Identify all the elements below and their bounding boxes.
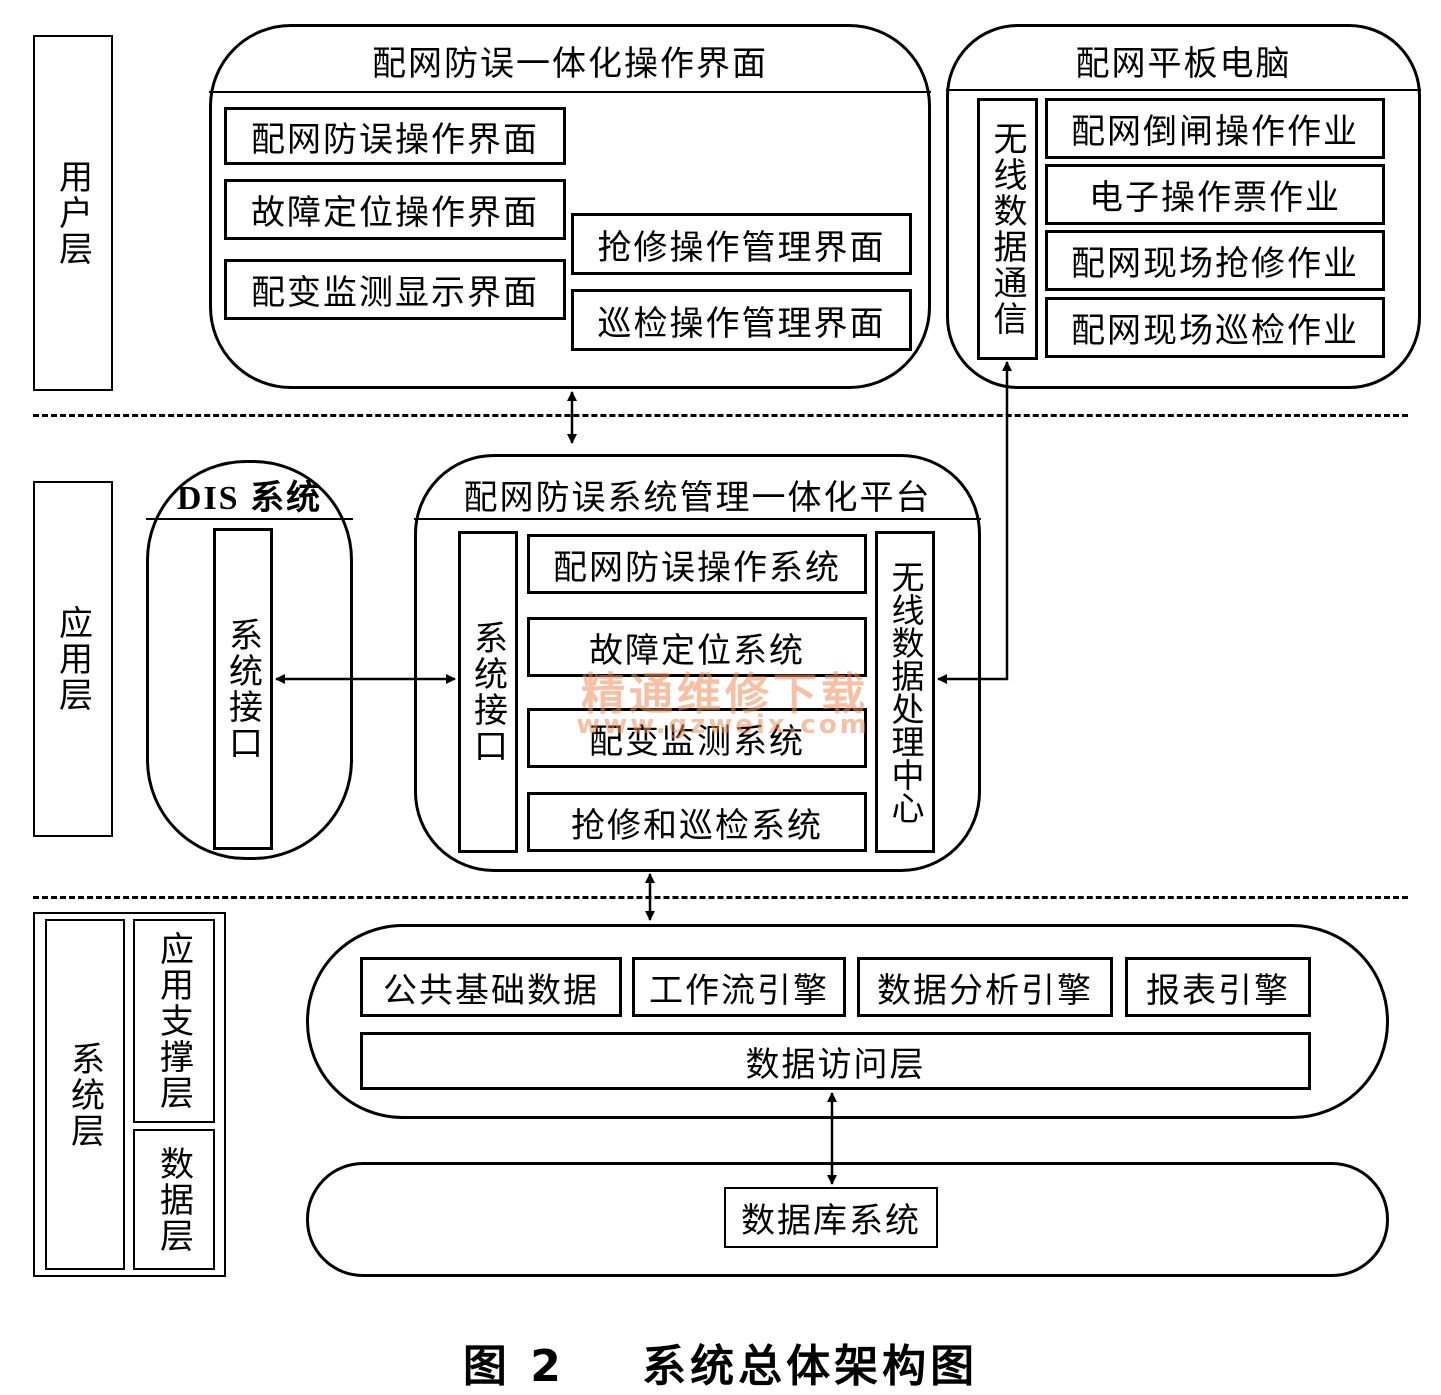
management-platform-rule [414, 518, 981, 520]
divider-app-system [33, 896, 1408, 899]
management-platform-title: 配网防误系统管理一体化平台 [463, 478, 932, 518]
tablet-panel-rule [946, 89, 1421, 91]
dis-system-title: DIS 系统 [176, 480, 323, 517]
system-layer-text: 系统层 [64, 1040, 105, 1149]
user-interface-panel [209, 24, 931, 389]
transformer-monitor-system-box: 配变监测系统 [527, 708, 867, 768]
watermark-url: www.gzweix.com [576, 710, 870, 740]
arrow-tablet-to-wireless-center [937, 361, 1012, 684]
user-layer-label: 用户层 [33, 35, 113, 391]
inspection-management-ui-box: 巡检操作管理界面 [571, 289, 912, 351]
application-layer-label: 应用层 [33, 481, 113, 837]
transformer-monitor-ui-box: 配变监测显示界面 [224, 259, 566, 320]
dis-system-rule [146, 518, 353, 520]
app-support-panel [306, 924, 1389, 1119]
wireless-processing-center-text: 无线数据处理中心 [886, 560, 925, 824]
dis-interface-box: 系统接口 [213, 528, 273, 850]
common-basic-data-box: 公共基础数据 [360, 957, 622, 1017]
tablet-panel-title: 配网平板电脑 [1075, 44, 1292, 84]
wireless-processing-center-box: 无线数据处理中心 [875, 531, 935, 853]
database-system-box: 数据库系统 [724, 1187, 938, 1248]
watermark-text: 精通维修下载 [581, 669, 869, 720]
figure-caption: 图 2 系统总体架构图 [462, 1341, 979, 1392]
wireless-comm-box: 无线数据通信 [977, 98, 1038, 360]
fault-location-system-box: 故障定位系统 [527, 617, 867, 677]
platform-interface-text: 系统接口 [467, 620, 508, 764]
data-layer-text: 数据层 [153, 1145, 194, 1254]
data-access-layer-box: 数据访问层 [360, 1032, 1311, 1090]
switching-operation-box: 配网倒闸操作作业 [1045, 98, 1385, 159]
repair-inspection-system-box: 抢修和巡检系统 [527, 792, 867, 852]
report-engine-box: 报表引擎 [1125, 957, 1311, 1017]
repair-management-ui-box: 抢修操作管理界面 [571, 213, 912, 275]
app-support-layer-text: 应用支撑层 [153, 931, 194, 1111]
field-inspection-box: 配网现场巡检作业 [1045, 297, 1385, 358]
divider-user-app [33, 414, 1408, 417]
tablet-panel [946, 24, 1421, 389]
data-layer-label: 数据层 [133, 1129, 215, 1270]
data-layer-panel [306, 1162, 1389, 1277]
anti-misoperation-ui-box: 配网防误操作界面 [224, 107, 566, 165]
system-layer-frame [33, 912, 226, 1277]
workflow-engine-box: 工作流引擎 [632, 957, 846, 1017]
system-layer-label: 系统层 [45, 919, 125, 1270]
dis-interface-text: 系统接口 [222, 617, 263, 761]
wireless-comm-text: 无线数据通信 [987, 121, 1027, 337]
anti-misoperation-system-box: 配网防误操作系统 [527, 534, 867, 594]
electronic-ticket-box: 电子操作票作业 [1045, 164, 1385, 225]
dis-system-panel [146, 460, 353, 860]
user-interface-panel-title: 配网防误一体化操作界面 [372, 44, 768, 84]
data-analysis-engine-box: 数据分析引擎 [857, 957, 1113, 1017]
application-layer-text: 应用层 [52, 605, 93, 713]
platform-interface-box: 系统接口 [458, 531, 518, 853]
user-layer-text: 用户层 [52, 159, 93, 267]
user-interface-panel-rule [209, 91, 931, 93]
fault-location-ui-box: 故障定位操作界面 [224, 179, 566, 240]
app-support-layer-label: 应用支撑层 [133, 919, 215, 1123]
field-repair-box: 配网现场抢修作业 [1045, 230, 1385, 291]
